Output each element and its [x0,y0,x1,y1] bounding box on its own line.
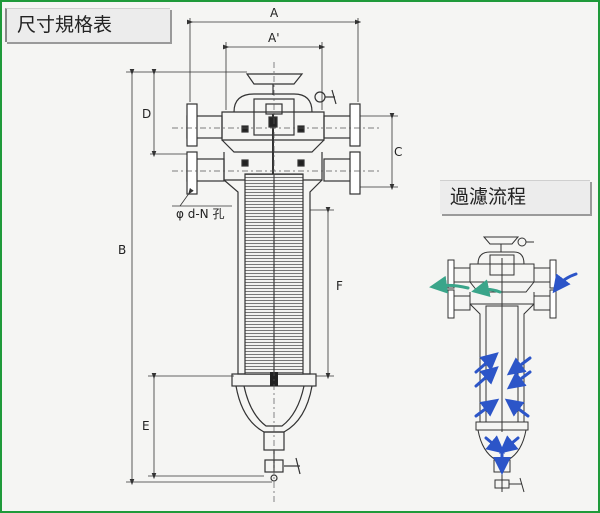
dimension-e-label: E [142,419,150,433]
flow-arrows [474,272,578,475]
bolt-holes-label: φ d-N 孔 [176,207,224,221]
dimension-lines [126,18,398,486]
dimension-b-label: B [118,243,126,257]
dimension-a-prime-label: A' [268,31,280,45]
dimension-f-label: F [336,279,343,293]
dimension-a-label: A [270,6,279,20]
dimension-table-title: 尺寸規格表 [5,8,170,42]
dimension-d-label: D [142,107,151,121]
filtration-flow-title: 過濾流程 [440,180,590,214]
dimension-c-label: C [394,145,402,159]
outlet-arrows [429,275,502,298]
